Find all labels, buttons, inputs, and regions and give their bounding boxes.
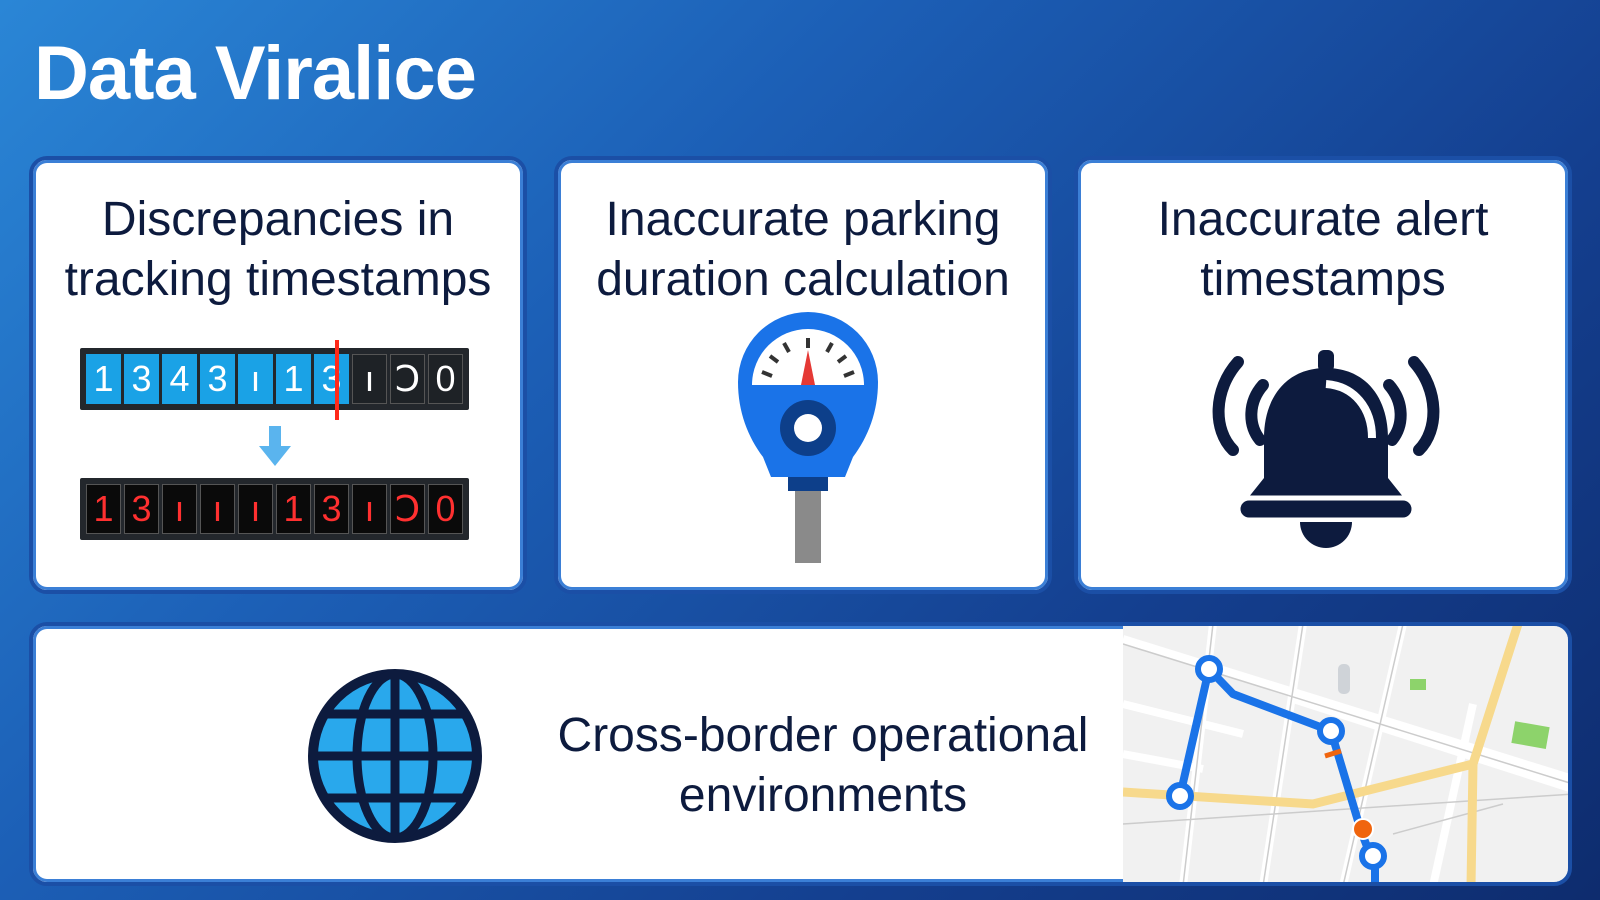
parking-meter-icon [738,312,878,563]
title-line: timestamps [1200,253,1446,306]
globe-icon [308,669,482,843]
digit-cell: 3 [314,484,349,534]
page-title: Data Viralice [34,31,477,116]
card-title: Inaccurate parking duration calculation [558,190,1048,310]
digit-cell: 3 [124,354,159,404]
arrow-down-icon [259,426,291,466]
digit-cell: ı [162,484,197,534]
digit-cell: Ↄ [390,354,425,404]
digit-cell: 1 [86,354,121,404]
bottom-text: Cross-border operational environments [533,706,1113,826]
digit-cell: 1 [86,484,121,534]
card-cross-border: Cross-border operational environments [29,622,1572,886]
route-map [1123,626,1568,882]
text-line: environments [678,769,968,822]
digit-cell: 0 [428,484,463,534]
digit-cell: 3 [124,484,159,534]
digit-cell: ı [200,484,235,534]
digit-cell: 1 [276,354,311,404]
digit-cell: Ↄ [390,484,425,534]
digit-cell: ı [352,484,387,534]
digit-cell: 3 [314,354,349,404]
digit-cell: ı [238,484,273,534]
title-line: tracking timestamps [64,253,492,306]
digit-cell: ı [238,354,273,404]
title-line: duration calculation [596,253,1010,306]
digit-cell: 4 [162,354,197,404]
card-title: Inaccurate alert timestamps [1078,190,1568,310]
title-line: Inaccurate parking [605,193,1001,246]
card-alert-timestamps: Inaccurate alert timestamps [1074,156,1572,594]
digit-cell: 0 [428,354,463,404]
digit-cell: 1 [276,484,311,534]
cut-marker-line [335,340,339,420]
title-line: Inaccurate alert [1157,193,1489,246]
digit-cell: ı [352,354,387,404]
card-title: Discrepancies in tracking timestamps [33,190,523,310]
digit-cell: 3 [200,354,235,404]
text-line: Cross-border operational [557,709,1089,762]
card-parking-duration: Inaccurate parking duration calculation [554,156,1052,594]
title-line: Discrepancies in [101,193,455,246]
bell-icon [1212,350,1440,548]
